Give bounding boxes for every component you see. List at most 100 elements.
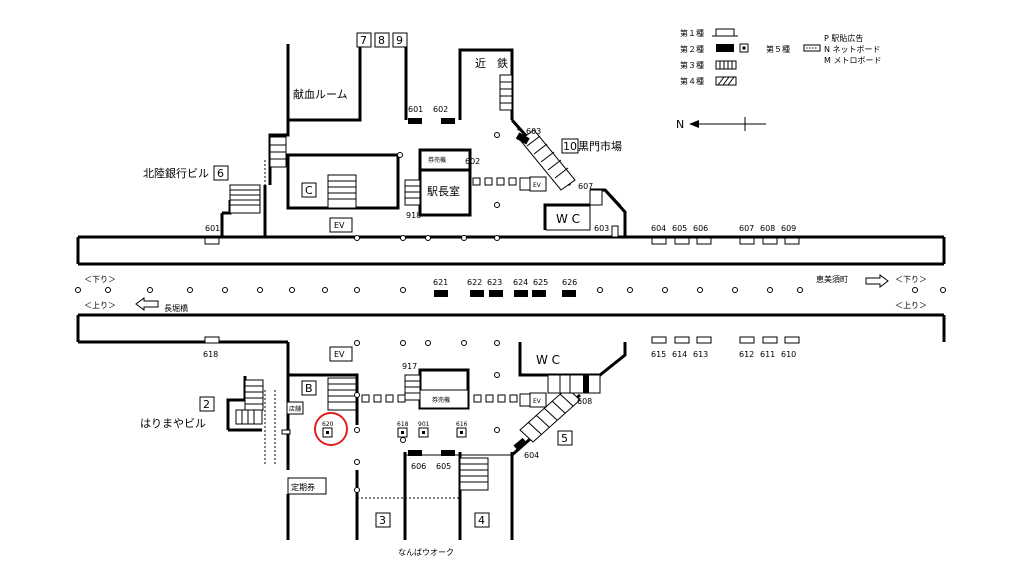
ad-number: 601 <box>205 224 220 233</box>
elevators: EV EV <box>329 217 353 362</box>
down-left-label: ＜下り＞ <box>84 275 116 284</box>
ad-number: 607 <box>739 224 754 233</box>
ev-south-label: EV <box>334 350 345 359</box>
namba-stair <box>459 457 489 491</box>
ad-number: 623 <box>487 278 502 287</box>
ad-number: 625 <box>533 278 548 287</box>
ad-number: 615 <box>651 350 666 359</box>
columns <box>75 132 946 493</box>
exit-9-label: 9 <box>396 34 403 47</box>
station-master-label: 駅長室 <box>427 184 460 198</box>
ad-number: 616 <box>456 421 468 428</box>
legend-type3-label: 第３種 <box>680 60 704 70</box>
place-labels: 献血ルーム 近 鉄 北陸銀行ビル 黒門市場 駅長室 券売機 券売機 はりまやビル… <box>84 56 927 557</box>
dotted-paths <box>361 177 518 403</box>
ad-number: 614 <box>672 350 687 359</box>
exit-markers: 7 8 9 6 10 C B 2 3 4 5 <box>199 32 579 528</box>
station-master-stair <box>404 179 421 206</box>
ad-panels <box>204 118 800 456</box>
ad-number: 611 <box>760 350 775 359</box>
ad-number: 621 <box>433 278 448 287</box>
kintetsu-stair <box>499 74 513 111</box>
ad-number: 604 <box>524 451 539 460</box>
ad-number: 601 <box>408 105 423 114</box>
exit-5-label: 5 <box>561 432 568 445</box>
exit-8-label: 8 <box>378 34 385 47</box>
legend-type5-label: 第５種 <box>766 44 790 54</box>
ad-number: 602 <box>433 105 448 114</box>
north-walls: EV W C <box>78 44 627 239</box>
legend-type4-label: 第４種 <box>680 76 704 86</box>
ad-number: 626 <box>562 278 577 287</box>
arrow-left-icon <box>135 297 159 311</box>
ebisucho-label: 恵美須町 <box>816 274 848 284</box>
harimaya-label: はりまやビル <box>140 417 206 430</box>
highlight-circle-620 <box>314 412 348 446</box>
legend-n-label: N ネットボード <box>824 45 881 54</box>
up-left-label: ＜上り＞ <box>84 301 116 310</box>
legend-type2-symbol <box>716 44 734 52</box>
ad-numbers: 601 602 603 602 918 601 607 603 604 605 … <box>203 105 796 471</box>
ad-number: 613 <box>693 350 708 359</box>
legend-type4-symbol <box>715 76 737 86</box>
zone-c-stair <box>327 174 357 209</box>
zone-b-label: B <box>305 382 313 395</box>
exit-10-label: 10 <box>563 140 577 153</box>
ad-number: 608 <box>577 397 592 406</box>
hokuriku-label: 北陸銀行ビル <box>143 166 209 180</box>
exit-4-label: 4 <box>478 514 485 527</box>
ev-north-label: EV <box>334 221 345 230</box>
exit-6-label: 6 <box>217 167 224 180</box>
up-right-label: ＜上り＞ <box>895 301 927 310</box>
arrow-right-icon <box>865 274 889 288</box>
ad-number: 603 <box>526 127 541 136</box>
ad-number-620: 620 <box>322 421 334 428</box>
exit-6-stair <box>230 189 260 206</box>
ad-number: 624 <box>513 278 528 287</box>
ev-ne-label: EV <box>533 182 542 189</box>
legend-m-label: M メトロボード <box>824 56 881 65</box>
wc-south-label: W C <box>536 353 560 367</box>
ad-number: 918 <box>406 211 421 220</box>
ev-se-label: EV <box>533 398 542 405</box>
ad-number: 612 <box>739 350 754 359</box>
ad-number: 605 <box>672 224 687 233</box>
ticket-south-label: 券売機 <box>432 396 450 404</box>
teikiken-label: 定期券 <box>291 482 315 492</box>
zone-b-stair <box>327 377 357 411</box>
exit-2-stair <box>235 379 264 425</box>
exit-3-label: 3 <box>379 514 386 527</box>
namba-walk-label: なんばウオーク <box>398 548 454 557</box>
kintetsu-label: 近 鉄 <box>475 56 508 70</box>
zone-c-label: C <box>305 184 313 197</box>
north-arrow: N <box>676 117 766 131</box>
legend-type3-symbol <box>715 60 737 70</box>
ad-number: 606 <box>411 462 426 471</box>
exit-7-label: 7 <box>360 34 367 47</box>
ad-number: 604 <box>651 224 666 233</box>
legend: 第１種 第２種 第３種 第４種 第５種 P 駅貼広告 N ネットボード M メト… <box>680 28 881 86</box>
ad-number: 901 <box>418 421 430 428</box>
legend-type1-label: 第１種 <box>680 28 704 38</box>
ad-number: 610 <box>781 350 796 359</box>
south-walls: 店舗 定期券 <box>78 340 627 540</box>
ticket-south-stair <box>404 374 421 401</box>
north-label: N <box>676 118 684 131</box>
ad-number: 605 <box>436 462 451 471</box>
exit-5-stair <box>519 387 581 443</box>
legend-type1-symbol <box>715 28 735 36</box>
ad-number: 609 <box>781 224 796 233</box>
nagahoribashi-label: 長堀橋 <box>164 303 188 313</box>
shop-label: 店舗 <box>289 405 301 413</box>
stair-blood-room <box>269 136 287 168</box>
exit-2-label: 2 <box>203 398 210 411</box>
ticket-north-label: 券売機 <box>428 156 446 164</box>
ad-number: 607 <box>578 182 593 191</box>
down-right-label: ＜下り＞ <box>895 275 927 284</box>
ad-number: 622 <box>467 278 482 287</box>
kuromon-label: 黒門市場 <box>578 139 622 153</box>
wc-north-label: W C <box>556 212 580 226</box>
ad-number: 603 <box>594 224 609 233</box>
legend-p-label: P 駅貼広告 <box>824 33 863 43</box>
